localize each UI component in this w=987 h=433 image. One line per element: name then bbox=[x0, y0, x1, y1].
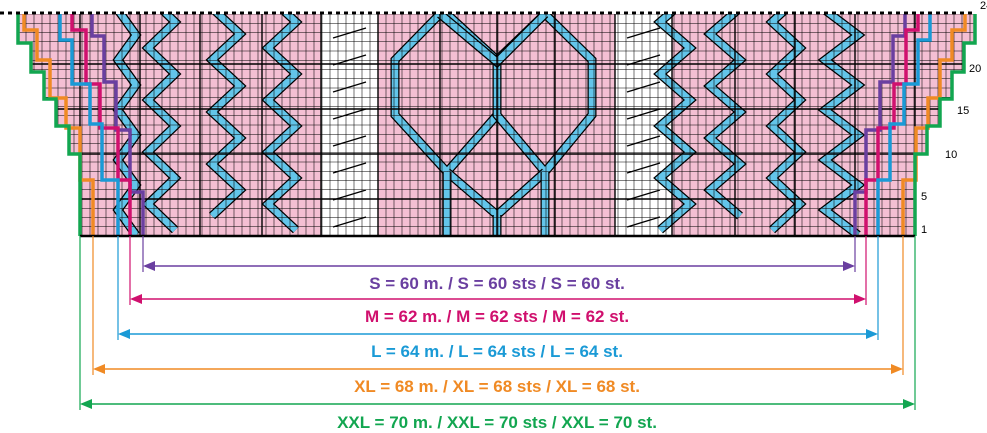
row-label: 24 bbox=[980, 0, 987, 12]
size-label: S = 60 m. / S = 60 sts / S = 60 st. bbox=[369, 274, 625, 293]
arrowhead-right bbox=[843, 261, 855, 271]
measure-3: XL = 68 m. / XL = 68 sts / XL = 68 st. bbox=[92, 236, 904, 396]
measure-4: XXL = 70 m. / XXL = 70 sts / XXL = 70 st… bbox=[79, 236, 916, 432]
grid-lines bbox=[18, 14, 975, 236]
row-label: 15 bbox=[957, 105, 969, 117]
row-labels: 1510152024 bbox=[921, 0, 987, 236]
slash-mark bbox=[332, 108, 367, 120]
slash-mark bbox=[626, 216, 661, 228]
slash-mark bbox=[332, 81, 367, 93]
size-label: L = 64 m. / L = 64 sts / L = 64 st. bbox=[371, 342, 623, 361]
slash-mark bbox=[626, 108, 661, 120]
size-label: M = 62 m. / M = 62 sts / M = 62 st. bbox=[365, 307, 629, 326]
arrowhead-right bbox=[866, 329, 878, 339]
arrowhead-left bbox=[93, 364, 105, 374]
arrowhead-right bbox=[903, 399, 915, 409]
measure-2: L = 64 m. / L = 64 sts / L = 64 st. bbox=[117, 236, 879, 361]
size-outline-r bbox=[853, 14, 907, 236]
size-label: XXL = 70 m. / XXL = 70 sts / XXL = 70 st… bbox=[337, 413, 657, 432]
size-outline-r bbox=[864, 14, 920, 236]
cable-band bbox=[819, 14, 864, 236]
size-outline-l bbox=[90, 14, 145, 236]
size-outline-l bbox=[16, 14, 82, 236]
row-label: 5 bbox=[921, 191, 927, 203]
chart-grid-area bbox=[18, 14, 975, 236]
size-outline-r bbox=[913, 14, 977, 236]
slash-mark bbox=[626, 81, 661, 93]
arrowhead-right bbox=[891, 364, 903, 374]
cable-band bbox=[705, 14, 745, 219]
slash-mark bbox=[626, 135, 661, 147]
size-outline-l bbox=[22, 14, 95, 236]
slash-mark bbox=[626, 27, 661, 39]
cable-band bbox=[655, 14, 695, 233]
arrowhead-left bbox=[118, 329, 130, 339]
size-outline-l bbox=[70, 14, 132, 236]
slash-mark bbox=[332, 27, 367, 39]
arrowhead-left bbox=[80, 399, 92, 409]
arrowhead-right bbox=[854, 294, 866, 304]
row-label: 20 bbox=[969, 63, 981, 75]
size-outline-r bbox=[876, 14, 932, 236]
width-measurements: S = 60 m. / S = 60 sts / S = 60 st. M = 6… bbox=[79, 236, 916, 432]
row-label: 1 bbox=[921, 224, 927, 236]
slash-mark bbox=[332, 135, 367, 147]
row-label: 10 bbox=[945, 149, 957, 161]
size-outline-l bbox=[58, 14, 120, 236]
arrowhead-left bbox=[143, 261, 155, 271]
cable-band bbox=[113, 14, 141, 236]
cable-band bbox=[207, 14, 245, 219]
measure-0: S = 60 m. / S = 60 sts / S = 60 st. bbox=[142, 236, 856, 293]
size-label: XL = 68 m. / XL = 68 sts / XL = 68 st. bbox=[354, 377, 640, 396]
arrowhead-left bbox=[130, 294, 142, 304]
size-outlines bbox=[16, 14, 977, 236]
cable-band bbox=[143, 14, 180, 233]
slash-mark bbox=[332, 216, 367, 228]
measure-1: M = 62 m. / M = 62 sts / M = 62 st. bbox=[129, 236, 867, 326]
